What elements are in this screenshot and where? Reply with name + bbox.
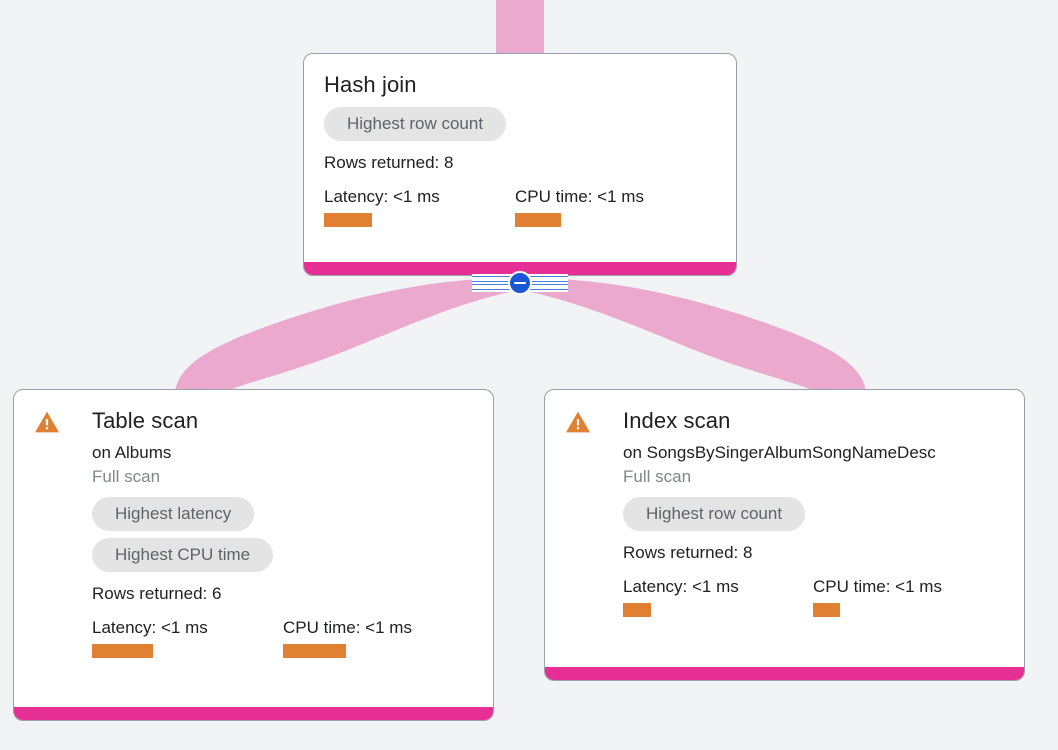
node-scan-type: Full scan (92, 467, 161, 486)
metric-latency: Latency: <1 ms (92, 617, 283, 658)
node-subtitle: on SongsBySingerAlbumSongNameDesc (623, 443, 936, 462)
node-subtitle: on Albums (92, 443, 172, 462)
node-table-scan-header: Table scan on Albums Full scan (34, 408, 473, 488)
node-index-scan-chips: Highest row count (565, 497, 1004, 531)
metric-cpu-time-label: CPU time: <1 ms (515, 187, 644, 206)
node-hash-join-chips: Highest row count (324, 107, 716, 141)
node-table-scan-chips: Highest latency Highest CPU time (34, 497, 473, 572)
node-table-scan-accent-bar (14, 707, 493, 720)
metric-cpu-time-label: CPU time: <1 ms (813, 577, 942, 596)
node-title: Table scan (92, 408, 199, 433)
metric-latency-label: Latency: <1 ms (324, 187, 440, 206)
node-table-scan[interactable]: Table scan on Albums Full scan Highest l… (13, 389, 494, 721)
warning-triangle-icon (566, 411, 590, 433)
edge-to-index-scan (521, 278, 866, 395)
metric-latency-label: Latency: <1 ms (92, 618, 208, 637)
metric-cpu-time-bar (813, 603, 840, 617)
chip-highest-row-count[interactable]: Highest row count (324, 107, 507, 141)
minus-circle-icon[interactable] (508, 271, 532, 295)
metric-cpu-time: CPU time: <1 ms (283, 617, 412, 658)
node-index-scan-body: Index scan on SongsBySingerAlbumSongName… (545, 390, 1024, 667)
rows-returned-label: Rows returned: 8 (324, 153, 454, 172)
node-hash-join[interactable]: Hash join Highest row count Rows returne… (303, 53, 737, 276)
metric-cpu-time-bar (515, 213, 561, 227)
rows-returned-label: Rows returned: 8 (623, 543, 753, 562)
node-table-scan-metrics: Latency: <1 ms CPU time: <1 ms (34, 617, 473, 658)
warning-triangle-icon (35, 411, 59, 433)
node-index-scan-accent-bar (545, 667, 1024, 680)
minus-glyph (514, 282, 526, 284)
metric-latency: Latency: <1 ms (324, 186, 515, 227)
node-index-scan-metrics: Latency: <1 ms CPU time: <1 ms (565, 576, 1004, 617)
metric-latency-bar (92, 644, 153, 658)
metric-cpu-time-label: CPU time: <1 ms (283, 618, 412, 637)
node-hash-join-accent-bar (304, 262, 736, 275)
edge-incoming (496, 0, 544, 54)
metric-cpu-time: CPU time: <1 ms (813, 576, 942, 617)
chip-highest-cpu-time[interactable]: Highest CPU time (92, 538, 274, 572)
collapse-toggle-button[interactable] (472, 269, 568, 297)
node-index-scan[interactable]: Index scan on SongsBySingerAlbumSongName… (544, 389, 1025, 681)
node-hash-join-header: Hash join (324, 72, 716, 98)
rows-returned-label: Rows returned: 6 (92, 584, 222, 603)
node-title: Index scan (623, 408, 731, 433)
metric-latency: Latency: <1 ms (623, 576, 813, 617)
node-hash-join-body: Hash join Highest row count Rows returne… (304, 54, 736, 262)
node-title: Hash join (324, 72, 417, 97)
node-hash-join-metrics: Latency: <1 ms CPU time: <1 ms (324, 186, 716, 227)
chip-highest-row-count[interactable]: Highest row count (623, 497, 806, 531)
node-table-scan-body: Table scan on Albums Full scan Highest l… (14, 390, 493, 707)
node-scan-type: Full scan (623, 467, 692, 486)
metric-latency-bar (324, 213, 372, 227)
metric-latency-bar (623, 603, 651, 617)
metric-cpu-time-bar (283, 644, 346, 658)
edge-to-table-scan (175, 278, 519, 395)
metric-cpu-time: CPU time: <1 ms (515, 186, 644, 227)
metric-latency-label: Latency: <1 ms (623, 577, 739, 596)
node-index-scan-header: Index scan on SongsBySingerAlbumSongName… (565, 408, 1004, 488)
chip-highest-latency[interactable]: Highest latency (92, 497, 255, 531)
